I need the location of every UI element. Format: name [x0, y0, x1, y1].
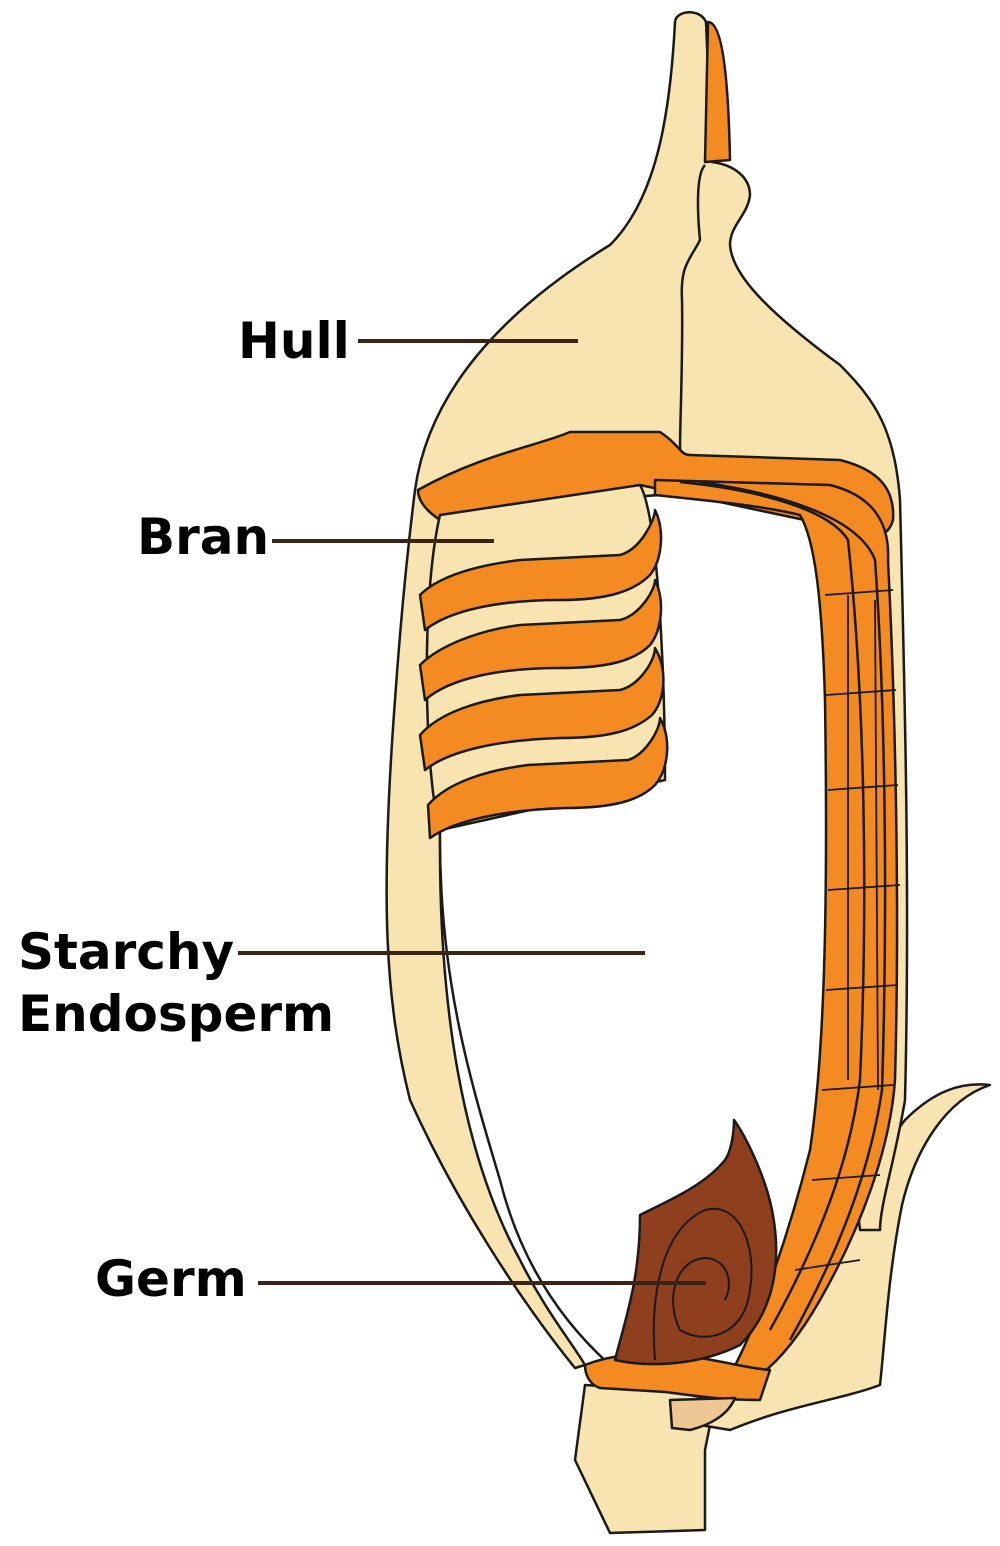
bran-peeling-layers [418, 483, 669, 840]
hull-tip-strip [703, 20, 732, 164]
bran-layer [418, 508, 663, 632]
hull-seam [678, 164, 707, 451]
germ-embryo-curve [652, 1207, 753, 1361]
label-bran: Bran [137, 508, 270, 566]
label-starchy-endosperm: Starchy Endosperm [18, 921, 334, 1045]
bran-cell-grid [794, 589, 901, 1271]
germ-embryo-curve [672, 1257, 730, 1331]
bran-layer [418, 646, 665, 772]
kernel-illustration [385, 11, 992, 1535]
label-germ: Germ [95, 1250, 247, 1308]
scutellum-base [668, 1396, 737, 1432]
label-starchy-line2: Endosperm [18, 985, 335, 1043]
bran-wall-line [699, 480, 887, 1341]
label-starchy-line1: Starchy [18, 923, 235, 981]
bran-wall-line [679, 480, 866, 1331]
bran-layer [426, 716, 669, 840]
label-hull: Hull [238, 312, 350, 370]
bran-layer [418, 578, 663, 702]
leader-lines [238, 339, 706, 1285]
